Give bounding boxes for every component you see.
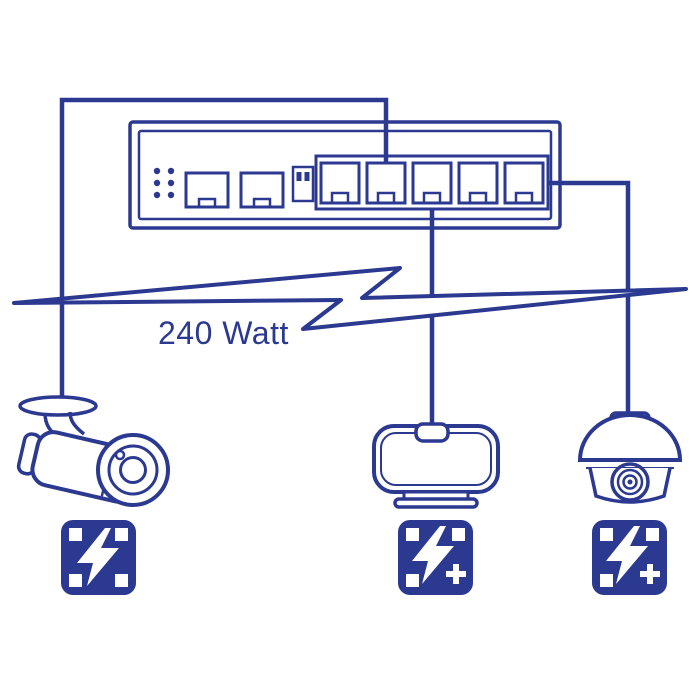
rj45-port-bank bbox=[314, 154, 550, 211]
rj45-port bbox=[457, 161, 499, 205]
dome-shell bbox=[577, 413, 683, 462]
dome-base bbox=[588, 467, 672, 504]
cable-to-dome-camera bbox=[548, 180, 631, 423]
dome-lens-center bbox=[627, 479, 633, 485]
plus-icon bbox=[640, 564, 660, 584]
dome-camera bbox=[577, 411, 683, 504]
dip-switch bbox=[291, 165, 315, 203]
sfp-port-2 bbox=[239, 171, 285, 209]
lightning-bolt-icon bbox=[412, 526, 454, 584]
dome-lens-bezel bbox=[610, 462, 650, 502]
plus-icon bbox=[446, 564, 466, 584]
bullet-camera bbox=[16, 395, 170, 507]
ap-uplink-port bbox=[414, 422, 450, 443]
poe-switch bbox=[128, 120, 562, 230]
dome-lens-ring bbox=[616, 468, 644, 496]
wireless-access-point bbox=[372, 422, 500, 509]
camera-lens-highlight bbox=[114, 449, 126, 461]
poe-plus-icon bbox=[398, 520, 473, 595]
cable-to-bullet-camera bbox=[59, 97, 389, 400]
lightning-flash bbox=[12, 266, 688, 331]
rj45-port bbox=[365, 161, 407, 205]
rj45-port bbox=[503, 161, 545, 205]
camera-mount-arm bbox=[68, 411, 86, 436]
poe-plus-icon bbox=[592, 520, 667, 595]
switch-outer-case bbox=[128, 120, 562, 230]
rj45-port bbox=[411, 161, 453, 205]
rj45-port bbox=[319, 161, 361, 205]
lightning-bolt-icon bbox=[77, 528, 119, 586]
camera-lens-ring bbox=[107, 444, 159, 496]
switch-inner-case bbox=[137, 129, 553, 221]
ap-stand-base bbox=[393, 497, 479, 509]
poe-icon bbox=[61, 520, 136, 595]
wattage-label: 240 Watt bbox=[158, 315, 289, 351]
status-leds bbox=[153, 167, 175, 199]
camera-mount-base bbox=[18, 395, 98, 417]
lightning-bolt-icon bbox=[606, 526, 648, 584]
dome-lens bbox=[622, 474, 638, 490]
camera-lens bbox=[119, 456, 147, 484]
sfp-port-1 bbox=[184, 171, 230, 209]
